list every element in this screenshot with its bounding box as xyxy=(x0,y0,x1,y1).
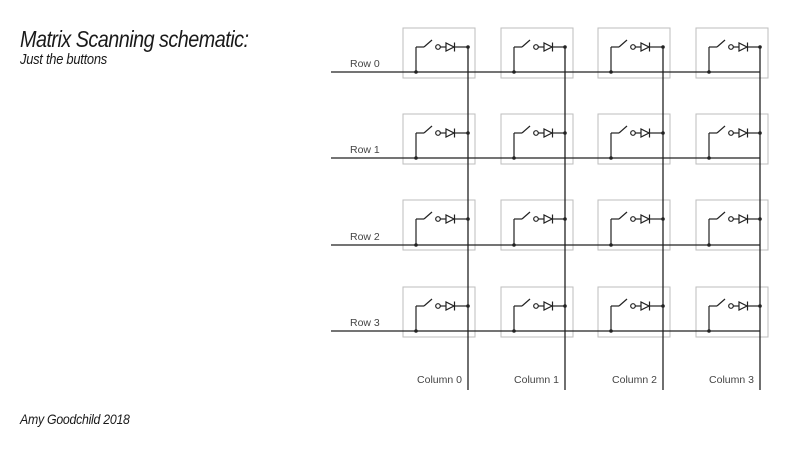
switch-icon xyxy=(618,125,628,134)
diode-icon xyxy=(738,214,749,224)
diode-icon xyxy=(543,301,554,311)
switch-icon xyxy=(716,125,726,134)
switch-contact-icon xyxy=(435,130,441,136)
diode-icon xyxy=(445,214,456,224)
switch-contact-icon xyxy=(630,216,636,222)
row-label: Row 2 xyxy=(350,231,380,243)
key-box xyxy=(597,199,671,251)
key-box xyxy=(500,286,574,338)
author-credit: Amy Goodchild 2018 xyxy=(20,411,130,427)
diode-icon xyxy=(543,214,554,224)
switch-icon xyxy=(618,211,628,220)
key-box xyxy=(500,199,574,251)
key-box xyxy=(695,113,769,165)
switch-contact-icon xyxy=(728,130,734,136)
switch-icon xyxy=(618,298,628,307)
key-box xyxy=(500,27,574,79)
switch-contact-icon xyxy=(728,216,734,222)
switch-contact-icon xyxy=(435,44,441,50)
diagram-title: Matrix Scanning schematic: xyxy=(20,26,249,52)
switch-icon xyxy=(716,211,726,220)
key-box xyxy=(402,286,476,338)
column-label: Column 2 xyxy=(612,374,657,386)
key-box xyxy=(500,113,574,165)
switch-icon xyxy=(521,298,531,307)
switch-icon xyxy=(423,298,433,307)
key-box xyxy=(402,27,476,79)
diode-icon xyxy=(738,42,749,52)
switch-contact-icon xyxy=(728,44,734,50)
switch-contact-icon xyxy=(435,216,441,222)
switch-contact-icon xyxy=(533,216,539,222)
diode-icon xyxy=(640,214,651,224)
switch-icon xyxy=(521,125,531,134)
column-label: Column 1 xyxy=(514,374,559,386)
diode-icon xyxy=(640,128,651,138)
switch-contact-icon xyxy=(533,303,539,309)
column-label: Column 3 xyxy=(709,374,754,386)
switch-icon xyxy=(521,211,531,220)
switch-contact-icon xyxy=(533,130,539,136)
switch-icon xyxy=(716,298,726,307)
switch-icon xyxy=(521,39,531,48)
switch-icon xyxy=(423,39,433,48)
switch-contact-icon xyxy=(533,44,539,50)
diode-icon xyxy=(445,42,456,52)
diode-icon xyxy=(640,42,651,52)
switch-icon xyxy=(618,39,628,48)
switch-contact-icon xyxy=(630,303,636,309)
diode-icon xyxy=(543,128,554,138)
switch-contact-icon xyxy=(728,303,734,309)
diode-icon xyxy=(445,301,456,311)
switch-contact-icon xyxy=(435,303,441,309)
column-label: Column 0 xyxy=(417,374,462,386)
switch-icon xyxy=(423,211,433,220)
diode-icon xyxy=(738,128,749,138)
key-box xyxy=(695,199,769,251)
diode-icon xyxy=(640,301,651,311)
key-box xyxy=(597,113,671,165)
diagram-subtitle: Just the buttons xyxy=(20,51,107,68)
key-box xyxy=(402,113,476,165)
diode-icon xyxy=(445,128,456,138)
key-box xyxy=(402,199,476,251)
switch-icon xyxy=(423,125,433,134)
switch-contact-icon xyxy=(630,44,636,50)
key-box xyxy=(597,27,671,79)
row-label: Row 3 xyxy=(350,317,380,329)
row-label: Row 1 xyxy=(350,144,380,156)
diode-icon xyxy=(543,42,554,52)
key-box xyxy=(597,286,671,338)
switch-contact-icon xyxy=(630,130,636,136)
diode-icon xyxy=(738,301,749,311)
key-box xyxy=(695,27,769,79)
switch-icon xyxy=(716,39,726,48)
row-label: Row 0 xyxy=(350,58,380,70)
key-box xyxy=(695,286,769,338)
